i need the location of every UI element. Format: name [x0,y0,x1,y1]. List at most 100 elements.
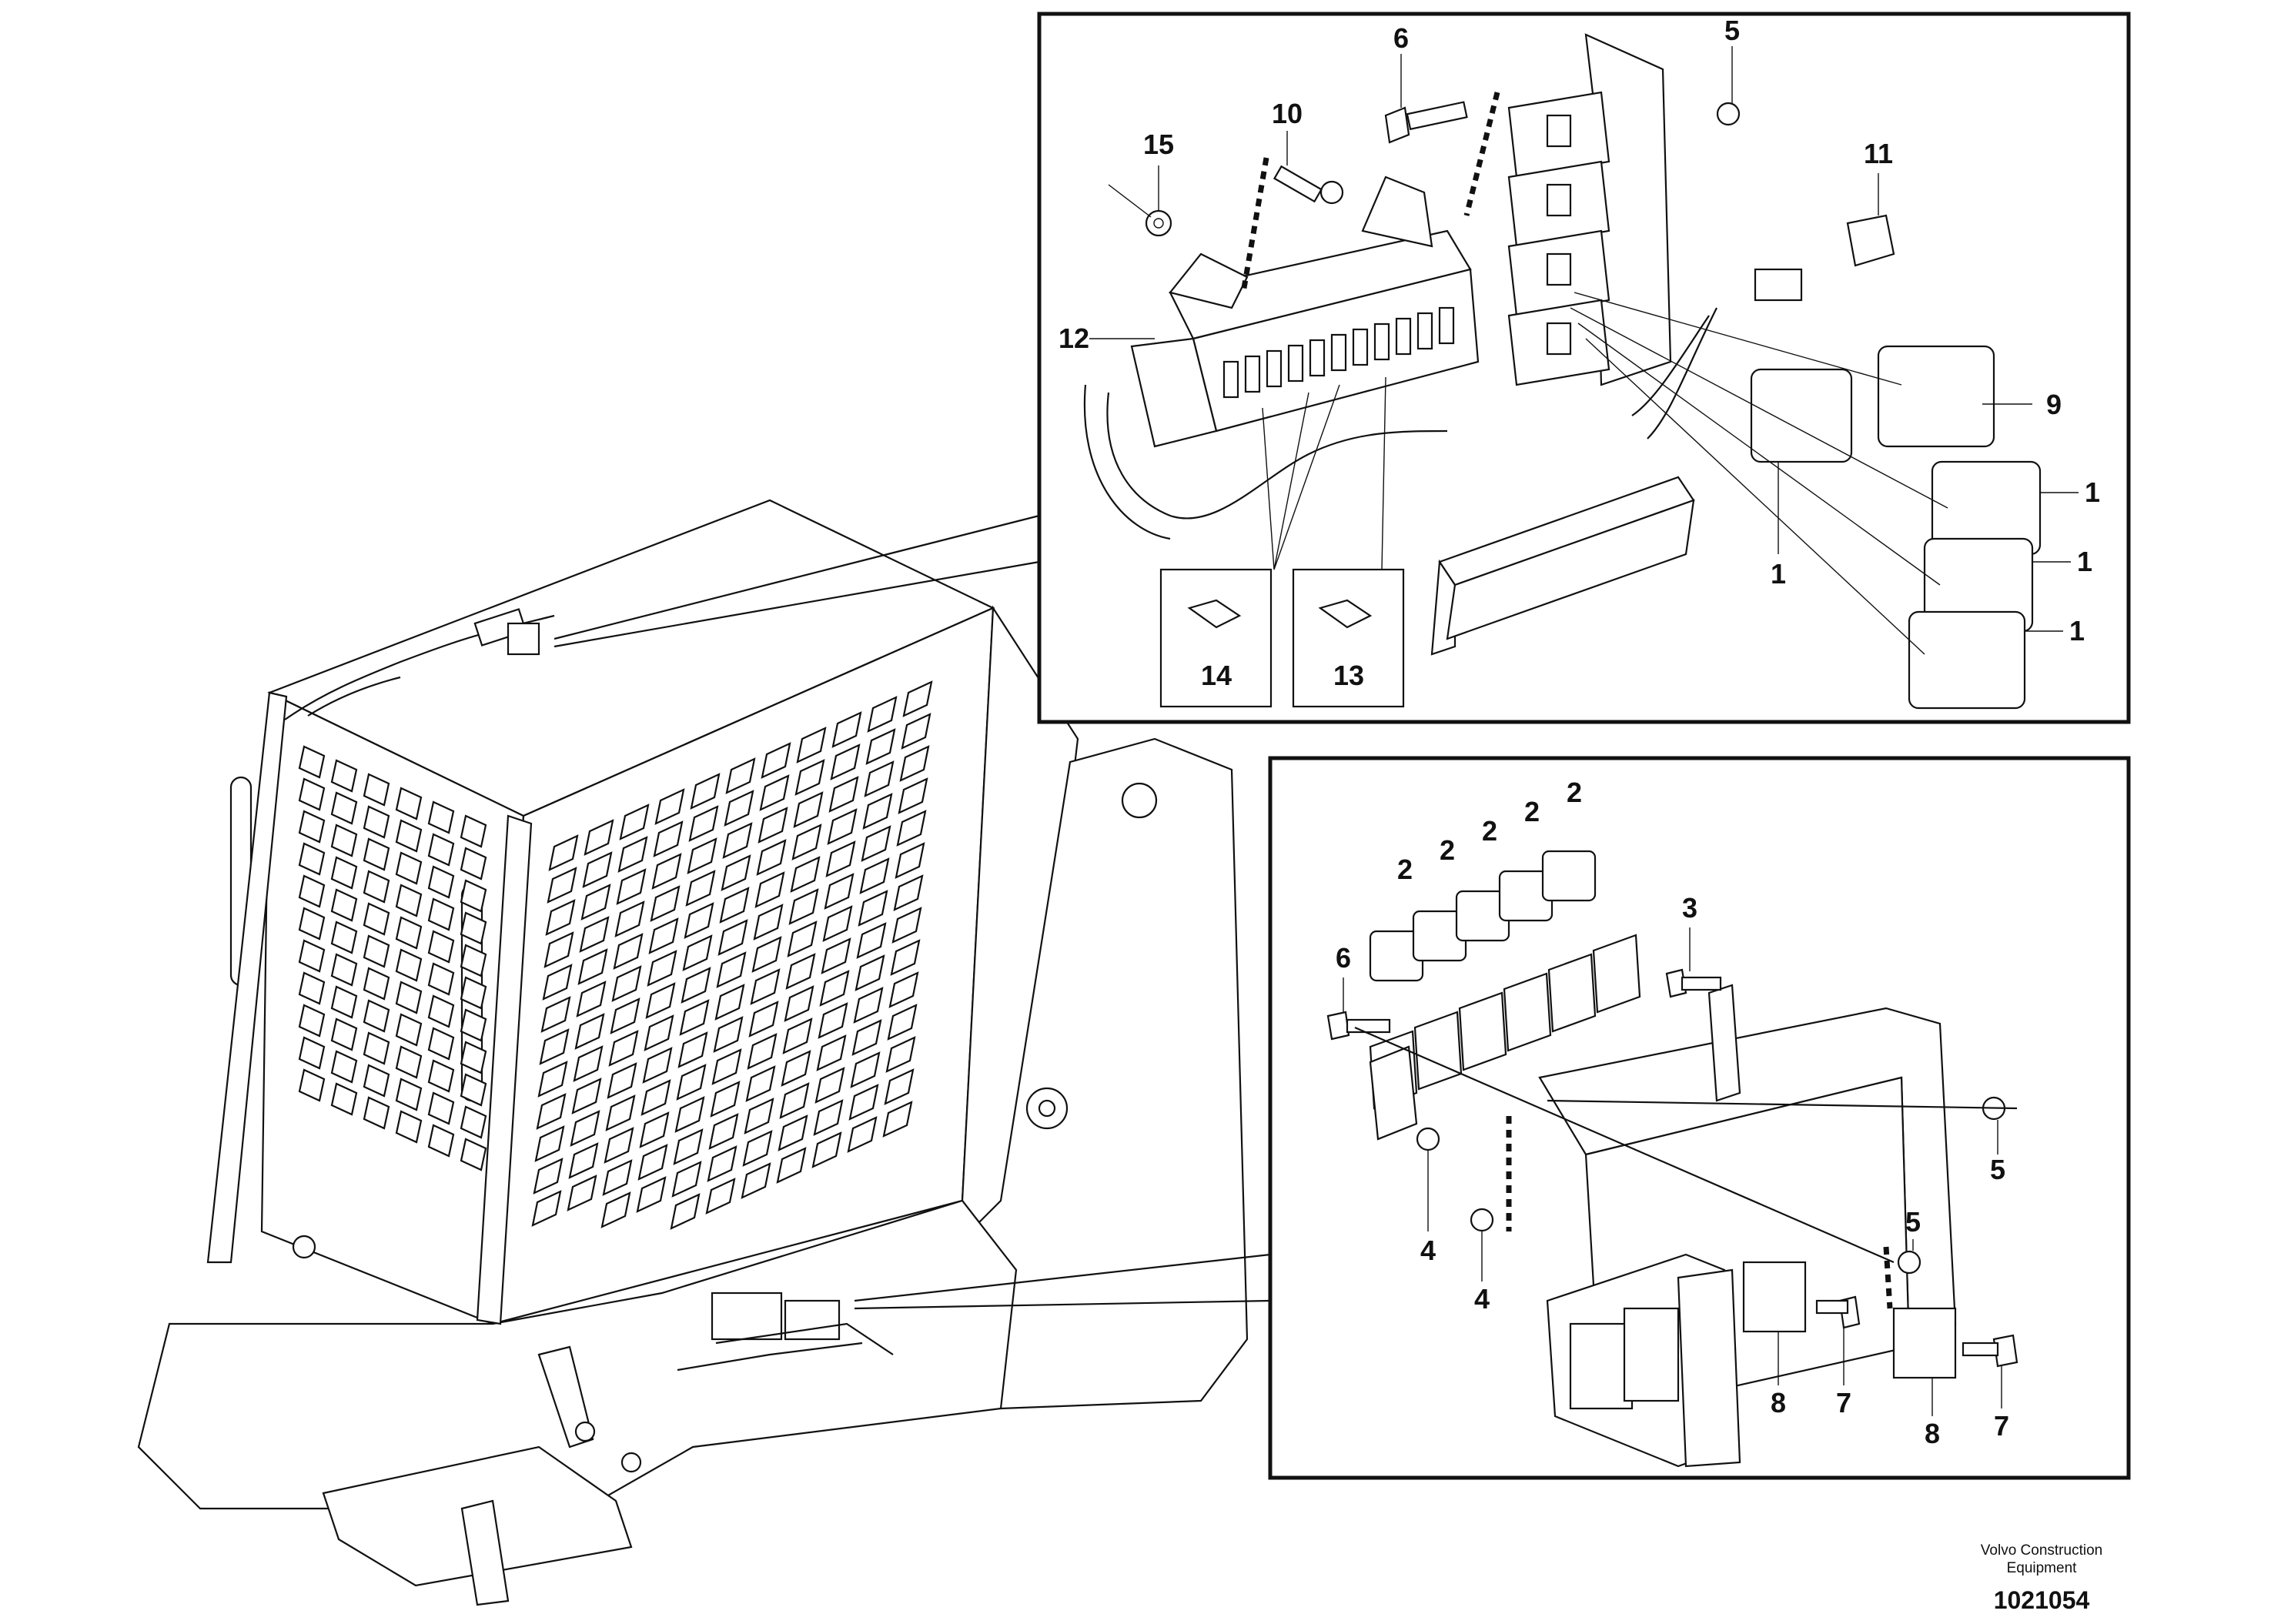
mesh-cell [898,777,928,814]
mesh-cell [298,810,326,844]
mesh-cell [758,807,788,844]
mesh-cell [867,696,898,733]
mesh-cell [617,836,648,873]
mesh-cell [460,1073,487,1107]
bolt-7-right [1962,1334,2018,1368]
mesh-cell [639,1111,670,1148]
relay-holder [1458,991,1507,1071]
mesh-cell [330,888,358,922]
roof-relay [507,622,540,656]
mesh-cell [363,1064,390,1098]
mesh-cell [642,1047,673,1084]
mesh-cell [721,854,751,891]
mesh-cell [895,842,925,879]
mesh-cell [862,793,893,830]
mesh-cell [717,919,748,956]
mesh-cell [427,833,455,867]
relay-socket-pin [1546,183,1572,217]
callout-14: 14 [1201,660,1232,691]
dash-5 [1883,1246,1893,1309]
mesh-cell [395,916,423,950]
mesh-cell [460,1041,487,1074]
mesh-cell [395,948,423,982]
callout-1d: 1 [1771,558,1786,590]
mesh-cell [822,905,853,942]
mesh-cell [714,984,745,1021]
callout-2b: 2 [1440,834,1455,866]
mesh-cell [647,950,677,987]
callout-11: 11 [1864,138,1893,169]
mesh-cell [785,953,816,990]
mesh-cell [813,1099,844,1136]
mesh-cell [794,759,825,796]
mesh-cell [330,953,358,987]
callout-2e: 2 [1567,777,1582,808]
fuse-sample-13-box [1292,568,1405,708]
mesh-cell [679,999,710,1036]
callout-10: 10 [1272,98,1303,129]
mesh-cell [861,825,891,862]
mesh-cell [710,1081,741,1118]
mesh-cell [298,745,326,779]
mesh-cell [778,1114,808,1151]
pivot-upper [1121,782,1158,819]
mesh-cell [650,885,681,922]
mesh-cell [568,1142,599,1179]
roof-wiring [284,608,555,720]
mesh-cell [901,713,931,750]
top-inset [1037,12,2131,724]
callout-13: 13 [1333,660,1364,691]
base-fuse-box [711,1292,783,1341]
mesh-cell [682,934,713,971]
mesh-cell [363,934,390,968]
mesh-cell [653,820,684,857]
mesh-cell [744,1098,774,1134]
mesh-cell [684,902,714,939]
mesh-cell [864,760,895,797]
callout-7a: 7 [1836,1387,1851,1418]
fuse-slot [1395,317,1412,356]
relays-2 [1369,850,1597,982]
mesh-cell [751,936,782,973]
mesh-cell [888,971,919,1008]
callout-6: 6 [1393,22,1409,54]
mesh-cell [754,871,785,908]
relay-1c [1908,610,2026,710]
mesh-cell [858,890,888,927]
mesh-cell [584,819,614,856]
mesh-cell [395,1045,423,1079]
mesh-cell [811,1131,842,1168]
right-post [476,814,533,1325]
mesh-cell [605,1094,636,1131]
fuse-sample-14-box [1159,568,1273,708]
mesh-cell [604,1127,634,1164]
mesh-cell [884,1068,915,1105]
fitting-2 [574,1421,596,1442]
top-leaders [1089,46,2079,655]
mesh-cell [790,856,821,893]
clip-8-right [1892,1307,1957,1379]
mesh-cell [395,981,423,1014]
mesh-cell [640,1079,671,1116]
cover-face [1446,499,1695,640]
mesh-cell [363,837,390,871]
mesh-cell [427,962,455,996]
mesh-cell [713,1016,744,1053]
mesh-cell [648,917,679,954]
mesh-cell [819,970,850,1007]
mesh-cell [745,1065,776,1102]
bracket-tab [1707,984,1741,1102]
mesh-cell [570,1110,600,1147]
fuse-slot [1309,339,1326,377]
relay-holder-end [1369,1045,1418,1141]
mesh-cell [533,1158,564,1195]
relay-holder [1547,953,1597,1033]
mesh-cell [330,824,358,857]
fuse-slot [1266,349,1283,388]
mesh-cell [611,965,642,1002]
mesh-cell [537,1061,568,1098]
mesh-cell [742,1130,773,1167]
credit-block: Volvo Construction Equipment 1021054 [1981,1542,2102,1614]
mesh-cell [576,981,607,1018]
mesh-cell [685,870,716,907]
